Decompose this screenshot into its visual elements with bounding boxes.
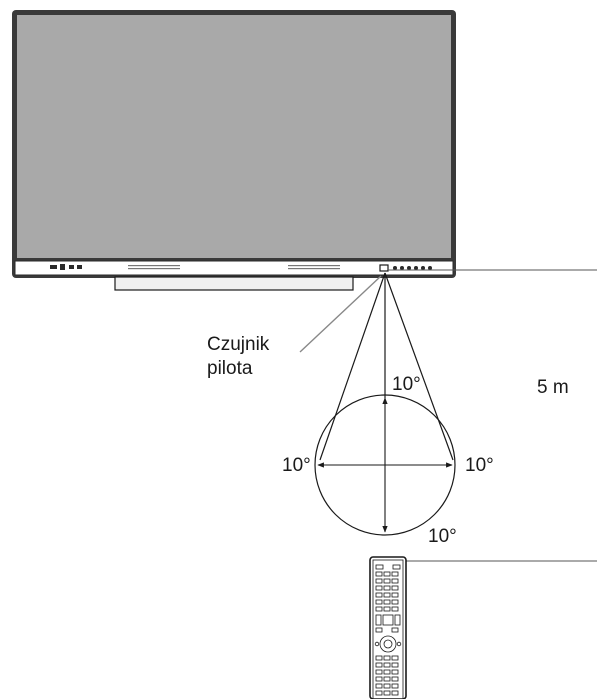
speaker-grille-right [288, 265, 340, 270]
angle-label-bottom: 10° [428, 526, 457, 547]
speaker-grille-left [128, 265, 180, 270]
monitor-screen [17, 15, 451, 258]
front-buttons-left [50, 264, 82, 270]
monitor-bottom-bar [14, 260, 454, 276]
angle-label-right: 10° [465, 455, 494, 476]
distance-label: 5 m [537, 377, 569, 398]
cone-right-edge [384, 272, 454, 461]
reception-cone [314, 272, 456, 536]
remote-buttons [374, 564, 402, 696]
angle-arrows [317, 397, 453, 533]
cone-left-edge [319, 272, 386, 461]
remote-sensor [379, 264, 389, 272]
angle-label-left: 10° [282, 455, 311, 476]
sensor-leader-line [299, 275, 382, 353]
display-monitor [12, 10, 456, 291]
monitor-stand [114, 276, 354, 291]
sensor-label-line2: pilota [207, 358, 253, 379]
angle-label-top: 10° [392, 374, 421, 395]
front-buttons-right [393, 266, 432, 270]
reception-circle [314, 394, 456, 536]
sensor-label-line1: Czujnik [207, 334, 270, 355]
remote-control [369, 556, 407, 699]
